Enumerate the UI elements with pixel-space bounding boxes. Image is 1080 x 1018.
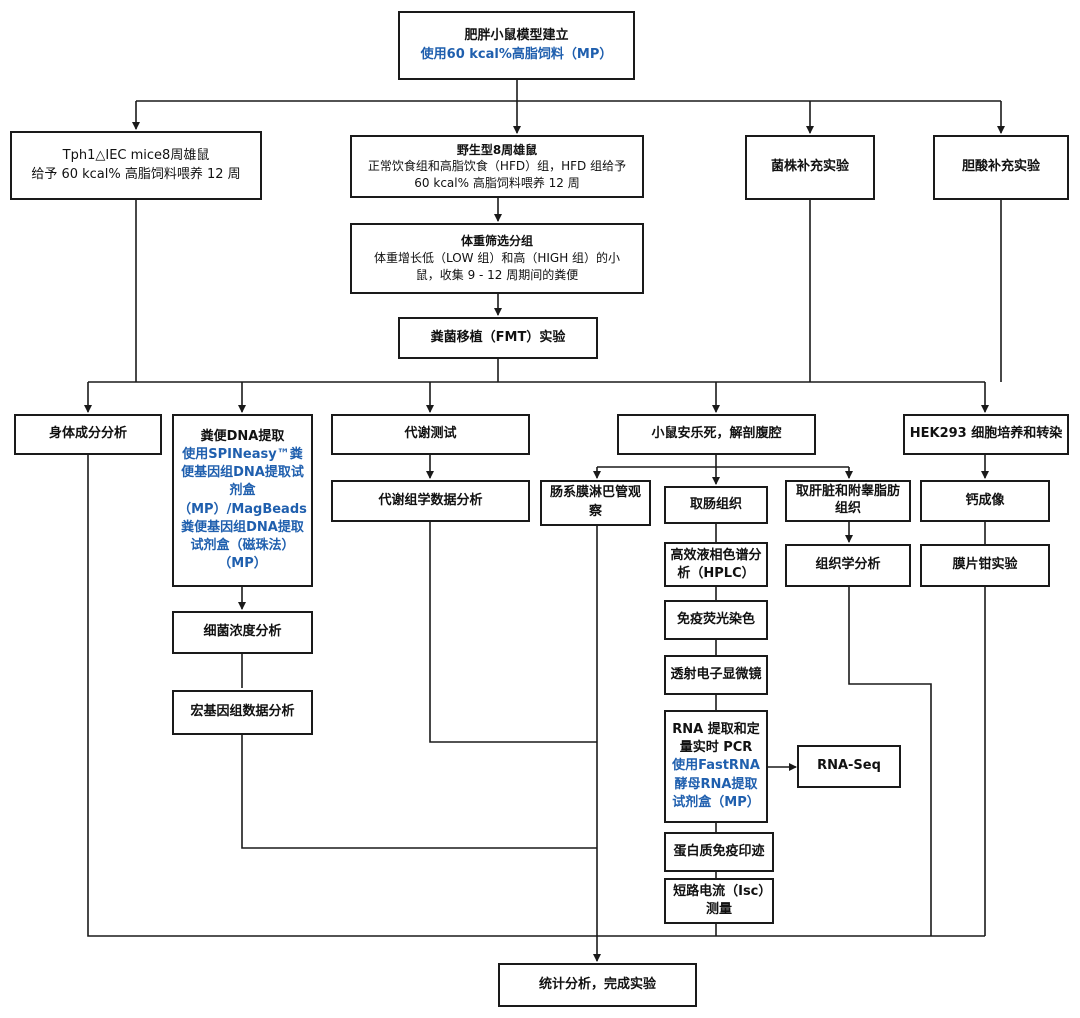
wb-title: 蛋白质免疫印迹 (673, 843, 765, 859)
metab-title: 代谢测试 (404, 426, 457, 442)
wild-title: 野生型8周雄鼠 (456, 143, 538, 158)
meta-down (241, 735, 597, 849)
calcium-title: 钙成像 (965, 492, 1005, 508)
weight-line2: 鼠，收集 9 - 12 周期间的粪便 (415, 267, 579, 282)
meta-title: 宏基因组数据分析 (190, 704, 295, 720)
rna-box: RNA 提取和定量实时 PCR 使用FastRNA 酵母RNA提取试剂盒（MP） (664, 710, 768, 823)
metabdata-box: 代谢组学数据分析 (331, 480, 530, 522)
patch-box: 膜片钳实验 (920, 544, 1050, 587)
hek-title: HEK293 细胞培养和转染 (909, 426, 1063, 442)
lymph-title: 肠系膜淋巴管观察 (549, 485, 641, 519)
histo-box: 组织学分析 (785, 544, 911, 587)
if-title: 免疫荧光染色 (676, 611, 755, 627)
tem-box: 透射电子显微镜 (664, 655, 768, 695)
euth-title: 小鼠安乐死，解剖腹腔 (651, 426, 782, 442)
metabdata-title: 代谢组学数据分析 (378, 492, 483, 508)
rnaseq-box: RNA-Seq (797, 745, 901, 788)
bact-box: 细菌浓度分析 (172, 611, 313, 654)
rna-title: RNA 提取和定量实时 PCR (672, 722, 760, 756)
strain-title: 菌株补充实验 (770, 159, 849, 175)
intestine-title: 取肠组织 (689, 496, 742, 512)
tph1-line2: 给予 60 kcal% 高脂饲料喂养 12 周 (31, 166, 241, 182)
bile-box: 胆酸补充实验 (933, 135, 1069, 200)
intestine-box: 取肠组织 (664, 486, 768, 524)
hek-box: HEK293 细胞培养和转染 (903, 414, 1069, 455)
dna-title: 粪便DNA提取 (200, 428, 285, 444)
metabdata-down (429, 522, 597, 743)
hplc-box: 高效液相色谱分析（HPLC） (664, 542, 768, 587)
histo-down (848, 587, 932, 936)
meta-box: 宏基因组数据分析 (172, 690, 313, 735)
weight-box: 体重筛选分组 体重增长低（LOW 组）和高（HIGH 组）的小 鼠，收集 9 -… (350, 223, 644, 294)
wild-box: 野生型8周雄鼠 正常饮食组和高脂饮食（HFD）组，HFD 组给予 60 kcal… (350, 135, 644, 198)
model-subtitle: 使用60 kcal%高脂饲料（MP） (420, 46, 613, 62)
isc-title: 短路电流（Isc）测量 (673, 884, 765, 917)
stats-title: 统计分析，完成实验 (538, 976, 656, 992)
fmt-box: 粪菌移植（FMT）实验 (398, 317, 598, 359)
weight-title: 体重筛选分组 (460, 234, 533, 249)
body-box: 身体成分分析 (14, 414, 162, 455)
lymph-box: 肠系膜淋巴管观察 (540, 480, 651, 526)
calcium-box: 钙成像 (920, 480, 1050, 522)
body-down (87, 455, 597, 937)
metab-box: 代谢测试 (331, 414, 530, 455)
liver-title: 取肝脏和附睾脂肪组织 (795, 484, 900, 516)
histo-title: 组织学分析 (815, 557, 881, 573)
model-box: 肥胖小鼠模型建立 使用60 kcal%高脂饲料（MP） (398, 11, 635, 80)
euth-box: 小鼠安乐死，解剖腹腔 (617, 414, 816, 455)
hplc-title: 高效液相色谱分析（HPLC） (670, 547, 762, 581)
if-box: 免疫荧光染色 (664, 600, 768, 640)
isc-box: 短路电流（Isc）测量 (664, 878, 774, 924)
fmt-title: 粪菌移植（FMT）实验 (430, 329, 566, 345)
tph1-line1: Tph1△IEC mice8周雄鼠 (62, 147, 210, 163)
body-title: 身体成分分析 (48, 426, 127, 442)
stats-box: 统计分析，完成实验 (498, 963, 697, 1007)
dna-subtitle: 使用SPINeasy™粪便基因组DNA提取试剂盒（MP）/MagBeads粪便基… (178, 446, 307, 572)
wild-line1: 正常饮食组和高脂饮食（HFD）组，HFD 组给予 (367, 159, 627, 174)
tem-title: 透射电子显微镜 (670, 666, 762, 682)
dna-box: 粪便DNA提取 使用SPINeasy™粪便基因组DNA提取试剂盒（MP）/Mag… (172, 414, 313, 587)
weight-line1: 体重增长低（LOW 组）和高（HIGH 组）的小 (373, 251, 621, 266)
bact-title: 细菌浓度分析 (203, 624, 282, 640)
liver-box: 取肝脏和附睾脂肪组织 (785, 480, 911, 522)
tph1-box: Tph1△IEC mice8周雄鼠 给予 60 kcal% 高脂饲料喂养 12 … (10, 131, 262, 200)
rna-subtitle: 使用FastRNA 酵母RNA提取试剂盒（MP） (672, 758, 760, 810)
wb-box: 蛋白质免疫印迹 (664, 832, 774, 872)
patch-title: 膜片钳实验 (952, 557, 1018, 573)
strain-box: 菌株补充实验 (745, 135, 875, 200)
bile-title: 胆酸补充实验 (961, 159, 1040, 175)
wild-line2: 60 kcal% 高脂饲料喂养 12 周 (414, 175, 580, 190)
model-title: 肥胖小鼠模型建立 (464, 27, 569, 43)
rnaseq-title: RNA-Seq (817, 758, 881, 774)
